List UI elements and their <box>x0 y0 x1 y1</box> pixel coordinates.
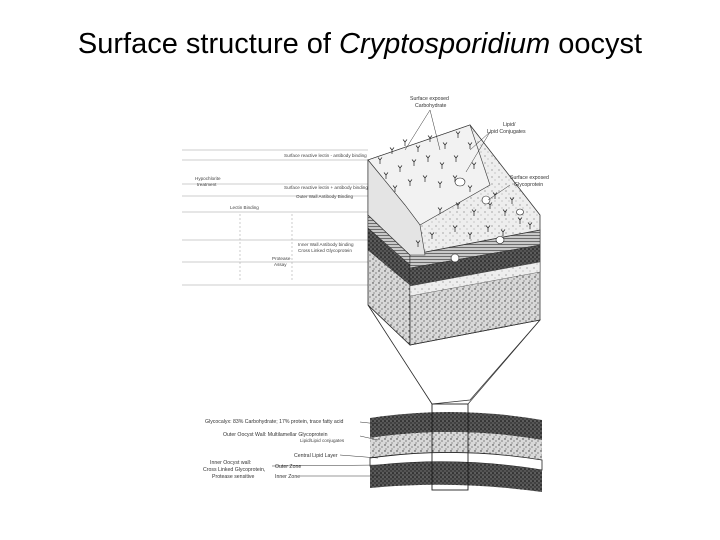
left-guide-lines <box>182 149 368 286</box>
label-protease-2: Assay <box>274 262 287 267</box>
label-lectin-binding: Lectin Binding <box>230 205 259 210</box>
label-left-mid: Surface reactive lectin + antibody bindi… <box>284 185 368 190</box>
left-vertical-arrows <box>239 214 293 282</box>
label-protease-1: Protease <box>272 256 291 261</box>
label-glycocalyx: Glycocalyx: 83% Carbohydrate; 17% protei… <box>205 419 344 425</box>
label-left-top: Surface reactive lectin - antibody bindi… <box>284 153 367 158</box>
label-surface-carbohydrate-2: Carbohydrate <box>415 103 447 109</box>
top-leader-lines <box>404 109 511 201</box>
label-inner-wall-1: Inner Wall Antibody binding <box>298 242 354 247</box>
label-hypochlorite-2: treatment <box>197 182 217 187</box>
label-lipid-1: Lipid/ <box>503 122 516 128</box>
slide-title: Surface structure of Cryptosporidium ooc… <box>0 28 720 61</box>
label-inner-oocyst-wall-1: Inner Oocyst wall: <box>210 460 251 466</box>
label-outer-oocyst-wall-2: Lipid/Lipid conjugates <box>300 438 345 443</box>
bottom-leader-lines <box>271 421 381 477</box>
zoom-box <box>431 403 469 491</box>
label-outer-oocyst-wall-1: Outer Oocyst Wall: Multilamellar Glycopr… <box>223 432 328 438</box>
label-inner-oocyst-wall-2: Cross Linked Glycoprotein, <box>203 467 265 473</box>
label-inner-zone: Inner Zone <box>275 474 300 480</box>
title-prefix: Surface structure of <box>77 28 340 60</box>
cross-section <box>369 403 543 492</box>
label-surface-glycoprotein-1: Surface exposed <box>510 175 549 181</box>
label-outer-wall-antibody: Outer Wall Antibody Binding <box>296 194 353 199</box>
title-suffix: oocyst <box>550 28 643 60</box>
block-3d <box>367 124 541 405</box>
label-inner-wall-2: Cross Linked Glycoprotein <box>298 248 352 253</box>
label-surface-carbohydrate-1: Surface exposed <box>410 96 449 102</box>
label-inner-oocyst-wall-3: Protease sensitive <box>212 474 255 480</box>
title-italic-genus: Cryptosporidium <box>339 28 551 60</box>
label-hypochlorite-1: Hypochlorite <box>195 176 221 181</box>
label-outer-zone: Outer Zone <box>275 464 301 470</box>
label-surface-glycoprotein-2: Glycoprotein <box>514 182 543 188</box>
lipid-blobs <box>450 177 524 263</box>
label-central-lipid-layer: Central Lipid Layer <box>294 453 338 459</box>
label-lipid-2: Lipid Conjugates <box>487 129 526 135</box>
